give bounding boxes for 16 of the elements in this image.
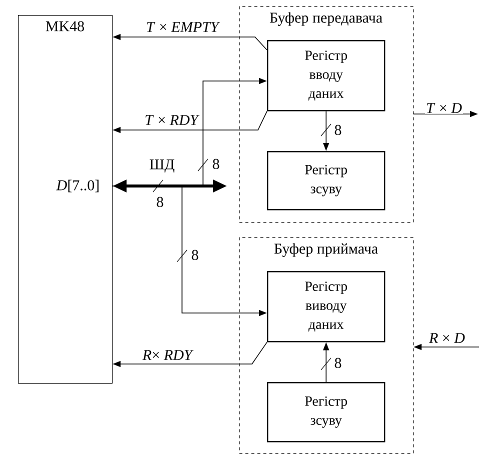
edge-label: 8 [333,356,343,370]
edge-label: 8 [211,158,221,170]
register-box: Регістр вводу даних [267,40,386,112]
edge-label: 8 [333,124,343,136]
register-box: Регістр зсуву [267,151,386,210]
edge-label: T × EMPTY [145,21,222,33]
edge-label: R × D [428,332,466,344]
register-box: Регістр зсуву [267,382,386,442]
edge-label: T × D [424,102,463,114]
edge-label: R× RDY [141,349,195,361]
register-box: Регістр виводу даних [267,271,386,342]
edge-label: 8 [190,248,200,262]
bus-width-label: 8 [155,196,165,208]
edge-label: ШД [148,158,176,174]
edge-label: T × RDY [144,114,200,126]
pin-label: D[7..0] [55,178,101,194]
